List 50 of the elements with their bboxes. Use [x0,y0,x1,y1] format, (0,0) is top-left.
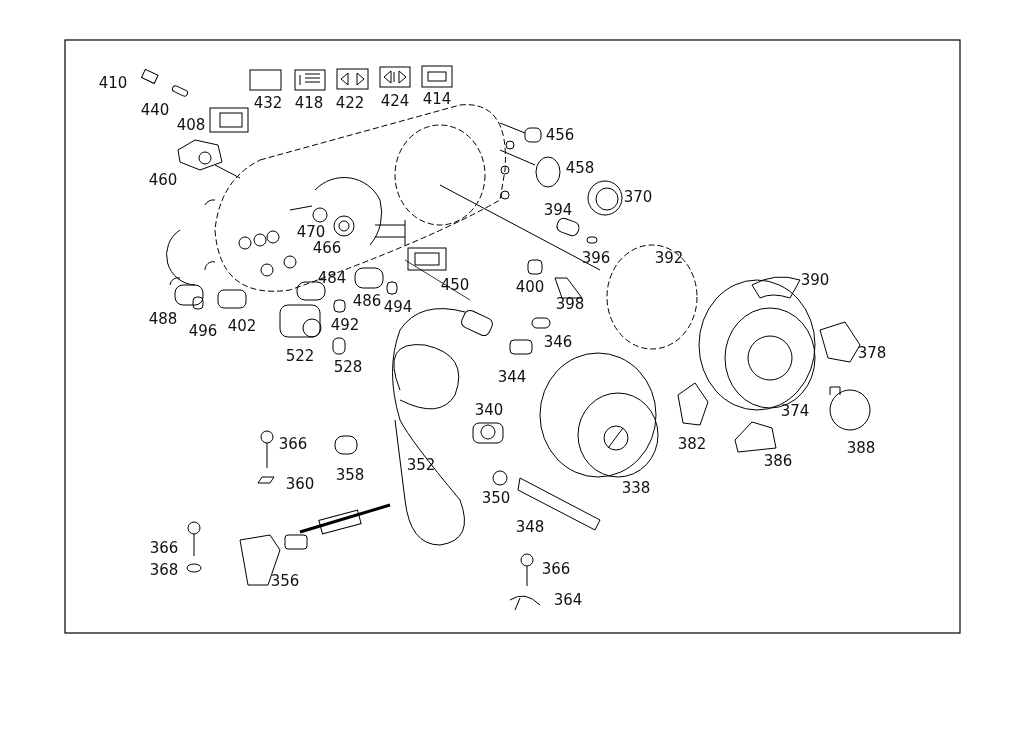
callout-number: 398 [555,295,585,313]
callout-number: 492 [330,316,360,334]
callout-number: 422 [335,94,365,112]
callout-number: 356 [270,572,300,590]
callout-number: 450 [440,276,470,294]
callout-number: 440 [140,101,170,119]
callout-number: 386 [763,452,793,470]
callout-number: 432 [253,94,283,112]
callout-number: 458 [565,159,595,177]
callout-number: 340 [474,401,504,419]
callout-number: 488 [148,310,178,328]
callout-number: 522 [285,347,315,365]
callout-number: 528 [333,358,363,376]
callout-number: 368 [149,561,179,579]
callout-number: 456 [545,126,575,144]
callout-number: 366 [278,435,308,453]
callout-number: 378 [857,344,887,362]
callout-number: 470 [296,223,326,241]
callout-number: 360 [285,475,315,493]
callout-number: 400 [515,278,545,296]
callout-number: 382 [677,435,707,453]
callout-number: 460 [148,171,178,189]
callout-number: 358 [335,466,365,484]
callout-number: 496 [188,322,218,340]
callout-number: 346 [543,333,573,351]
callout-number: 486 [352,292,382,310]
callout-number: 394 [543,201,573,219]
callout-number: 366 [149,539,179,557]
callout-number: 484 [317,269,347,287]
callout-number: 370 [623,188,653,206]
callout-number: 418 [294,94,324,112]
callout-number: 344 [497,368,527,386]
callout-number: 466 [312,239,342,257]
callout-number: 352 [406,456,436,474]
callout-number: 494 [383,298,413,316]
callout-number: 366 [541,560,571,578]
callout-number: 410 [98,74,128,92]
callout-number: 390 [800,271,830,289]
callout-number: 364 [553,591,583,609]
callout-number: 424 [380,92,410,110]
callout-number: 396 [581,249,611,267]
callout-number: 338 [621,479,651,497]
callout-number: 388 [846,439,876,457]
callout-number: 414 [422,90,452,108]
callout-number: 374 [780,402,810,420]
callout-number: 408 [176,116,206,134]
callout-number: 350 [481,489,511,507]
callout-number: 402 [227,317,257,335]
callout-number: 392 [654,249,684,267]
callout-number: 348 [515,518,545,536]
